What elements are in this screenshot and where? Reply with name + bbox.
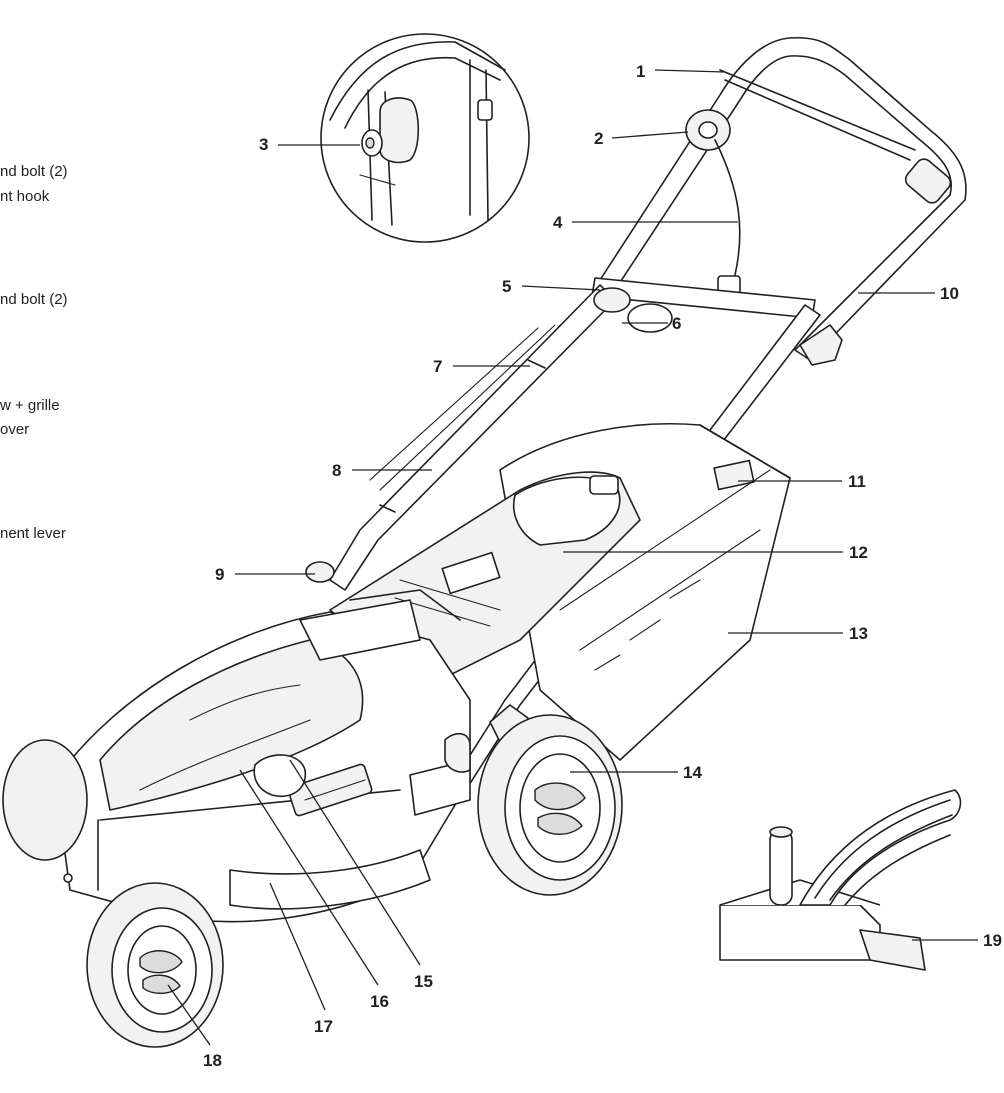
callout-4: 4 [553, 213, 563, 232]
parts-list-item-grille: w + grille [0, 397, 60, 414]
parts-list-item-bolt-1: nd bolt (2) [0, 163, 68, 180]
parts-list-item-cover: over [0, 421, 30, 438]
callout-8: 8 [332, 461, 341, 480]
callout-17: 17 [314, 1017, 333, 1036]
callout-1: 1 [636, 62, 645, 81]
callout-3: 3 [259, 135, 268, 154]
callout-14: 14 [683, 763, 702, 782]
parts-list-item-lever: nent lever [0, 525, 66, 542]
callout-15: 15 [414, 972, 433, 991]
callout-12: 12 [849, 543, 868, 562]
upper-handle [599, 36, 967, 361]
callout-10: 10 [940, 284, 959, 303]
rear-right-wheel [477, 714, 623, 896]
callout-16: 16 [370, 992, 389, 1011]
callout-9: 9 [215, 565, 224, 584]
parts-list-item-hook: nt hook [0, 188, 50, 205]
callout-11: 11 [848, 472, 866, 491]
mower-deck [39, 599, 471, 923]
callout-19: 19 [983, 931, 1002, 950]
mulching-plug-accessory [719, 789, 962, 971]
callout-5: 5 [502, 277, 511, 296]
rear-left-wheel [2, 739, 88, 861]
callout-2: 2 [594, 129, 603, 148]
callout-18: 18 [203, 1051, 222, 1070]
callout-7: 7 [433, 357, 442, 376]
inset-detail-circle [320, 33, 530, 243]
front-left-wheel [86, 882, 224, 1048]
parts-list-item-bolt-2: nd bolt (2) [0, 291, 68, 308]
leader-lines [167, 69, 978, 1046]
callout-numbers: 1 2 3 4 5 6 7 8 9 10 11 12 13 14 15 16 1… [203, 62, 1002, 1070]
callout-6: 6 [672, 314, 681, 333]
callout-13: 13 [849, 624, 868, 643]
